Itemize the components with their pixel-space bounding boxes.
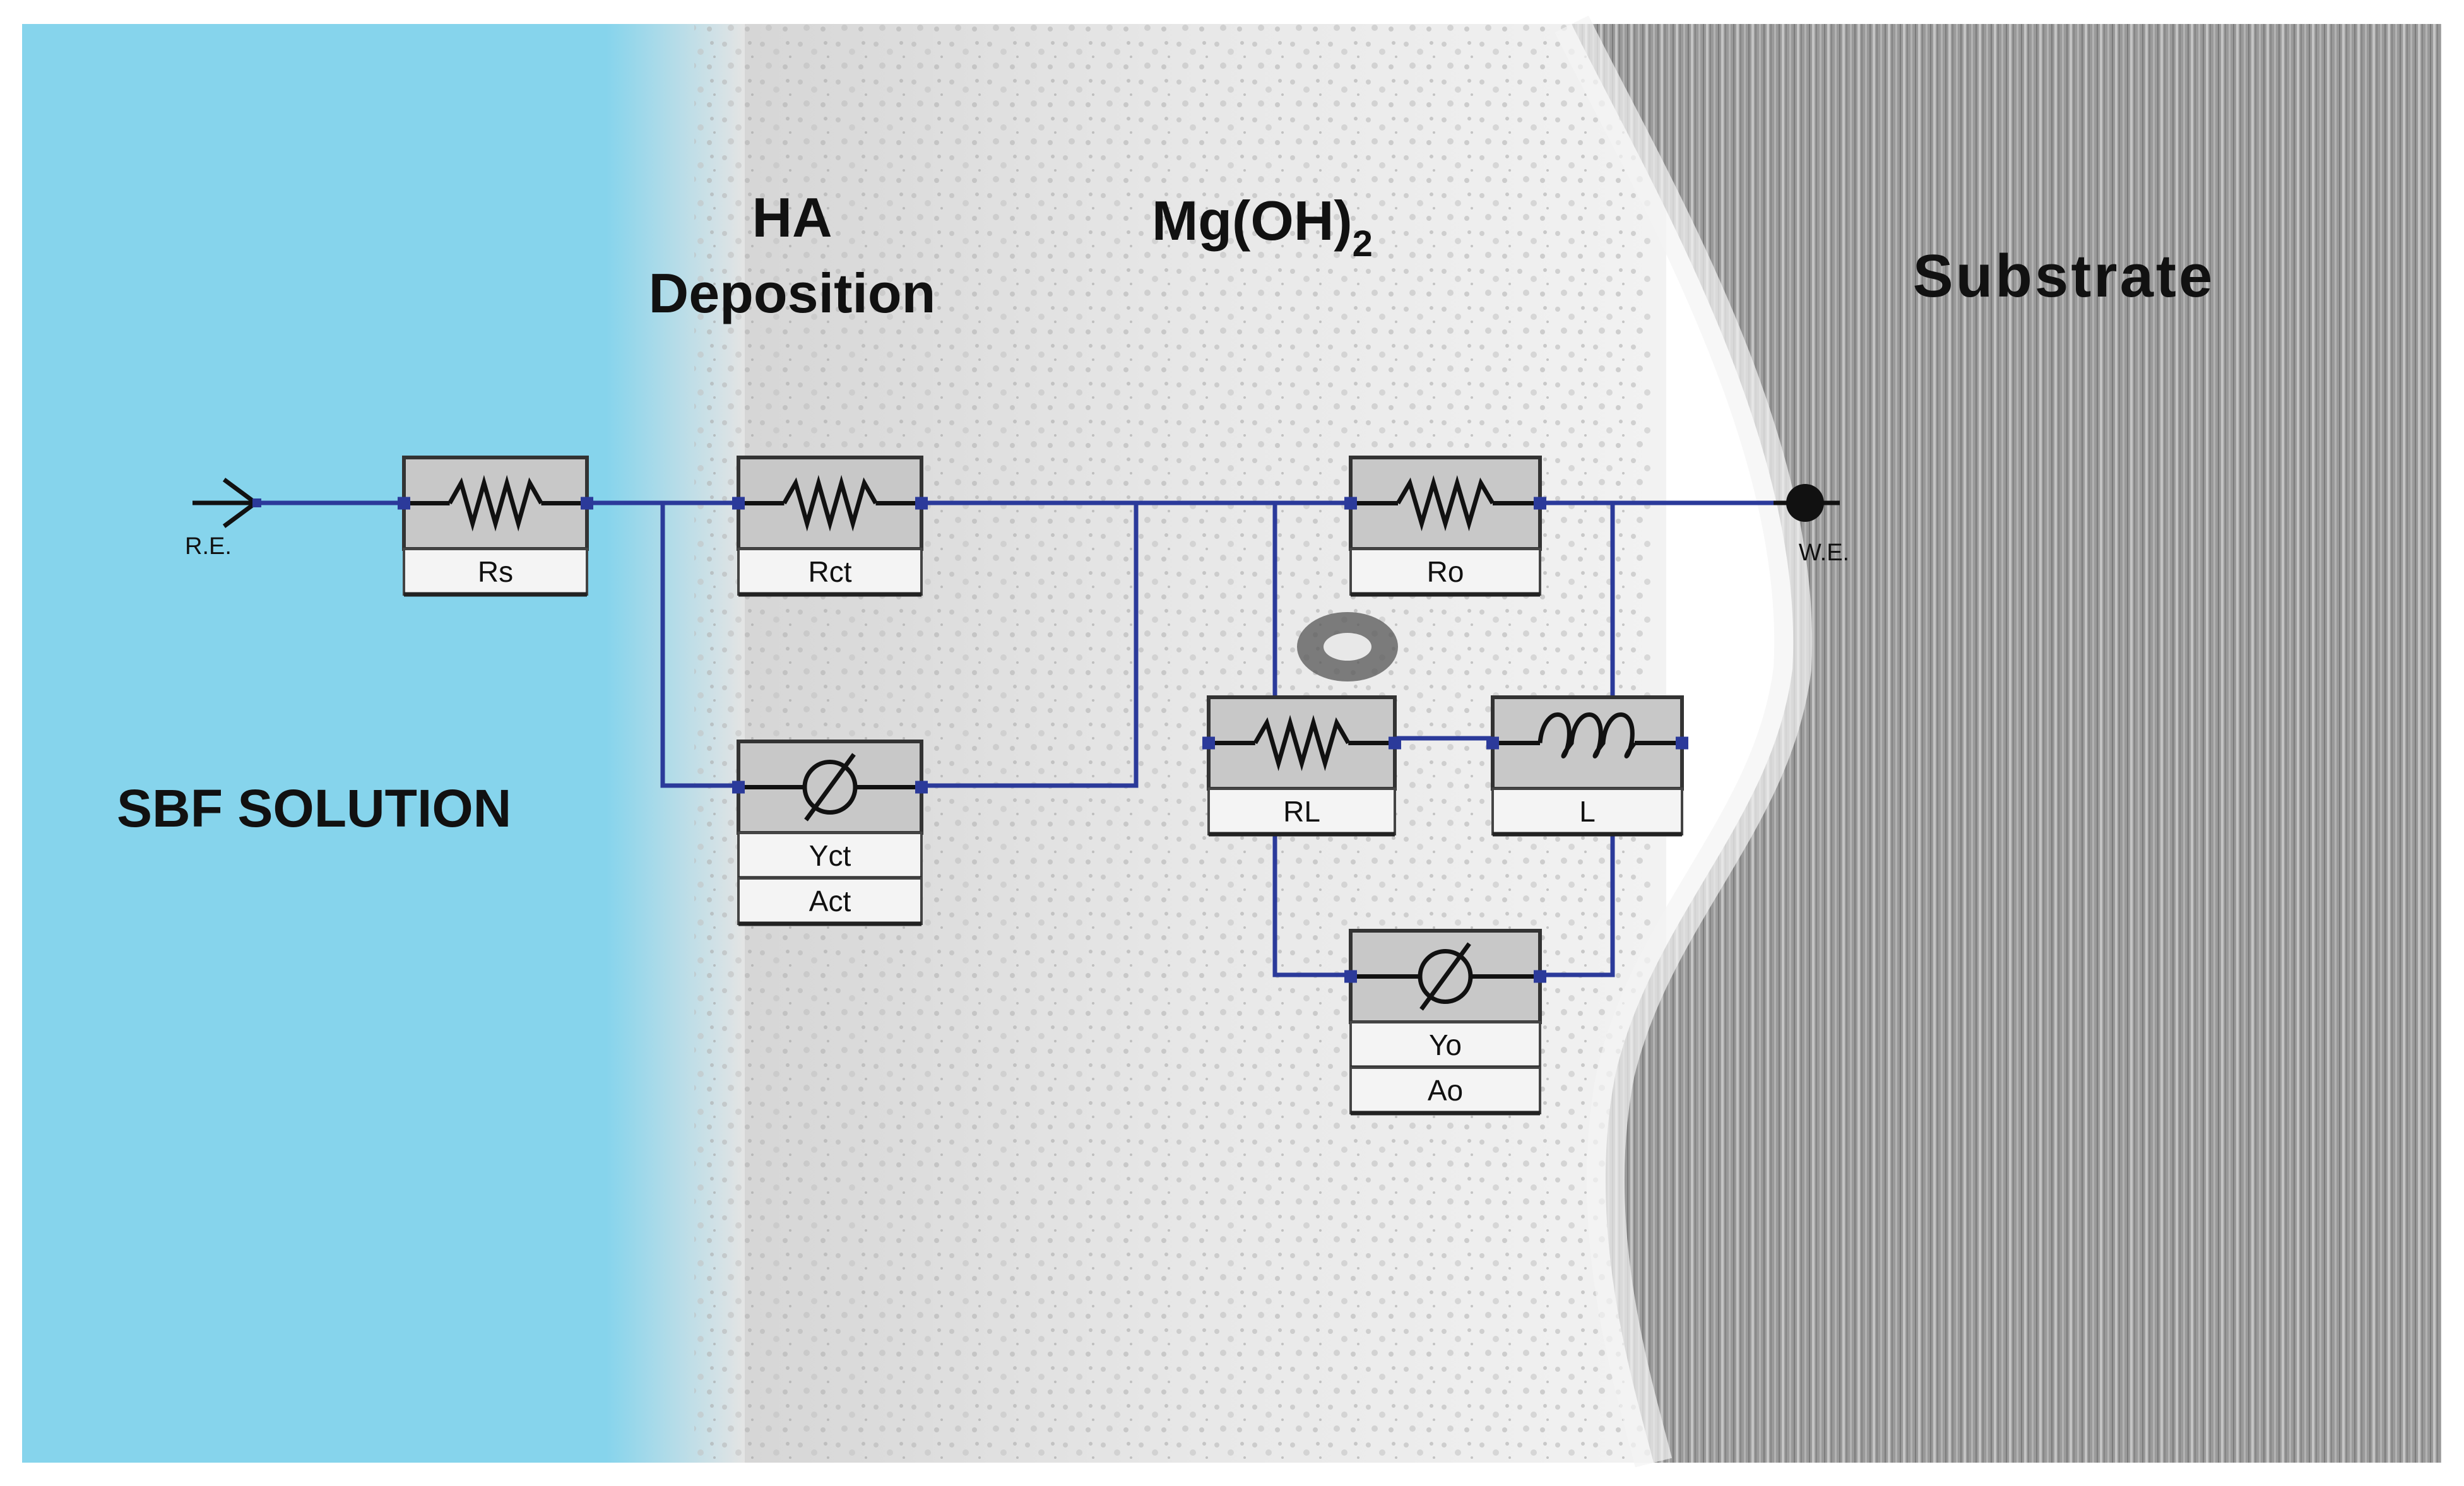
label-cell — [403, 548, 588, 596]
label-cell — [1349, 1066, 1541, 1114]
label-cell — [1491, 787, 1683, 835]
rl-resistor: RL — [1202, 695, 1401, 837]
yct-label: Yct — [809, 839, 851, 872]
substrate-region — [1572, 24, 2441, 1463]
ao-label: Ao — [1428, 1074, 1463, 1107]
yo-label: Yo — [1429, 1029, 1462, 1061]
sbf-solution-title: SBF SOLUTION — [117, 779, 511, 838]
mgoh2-title: Mg(OH)2 — [1152, 189, 1373, 264]
left-node — [1344, 497, 1357, 510]
right-node — [915, 497, 928, 510]
right-node — [915, 781, 928, 794]
right-node — [1676, 736, 1688, 750]
rl-label: RL — [1283, 795, 1320, 828]
reference-electrode-terminal: R.E. — [185, 478, 261, 560]
l-label: L — [1579, 795, 1596, 828]
wire-l-to-cpe-o — [1540, 827, 1615, 977]
ro-label: Ro — [1427, 555, 1464, 588]
circuit-wires — [256, 500, 1780, 977]
cpe-icon — [1418, 949, 1473, 1004]
wire-rl-to-cpe-o — [1272, 827, 1351, 977]
label-cell — [1349, 1021, 1541, 1069]
ha-deposition-title-line2: Deposition — [649, 262, 936, 324]
resistor-icon — [782, 475, 878, 532]
sbf-solution-region — [22, 24, 710, 1463]
right-node — [1534, 970, 1546, 983]
working-electrode-dot-icon — [1786, 484, 1824, 522]
corrosion-pit-center — [1324, 633, 1371, 661]
reference-electrode-node — [252, 498, 261, 507]
cpe-ct-element: Yct Act — [732, 740, 928, 926]
right-node — [581, 497, 593, 510]
rs-label: Rs — [478, 555, 513, 588]
cpe-slash — [804, 753, 856, 822]
right-node — [1534, 497, 1546, 510]
label-cell — [737, 832, 923, 880]
substrate-edge-glow — [1555, 15, 1813, 1468]
substrate-title: Substrate — [1913, 242, 2215, 310]
ha-deposition-title-line1: HA — [752, 186, 832, 249]
mgoh2-title-base: Mg(OH) — [1152, 189, 1353, 252]
resistor-icon — [1395, 475, 1495, 531]
cpe-slash — [1419, 942, 1471, 1011]
rs-resistor: Rs — [398, 456, 593, 597]
left-node — [732, 781, 745, 794]
left-node — [1344, 970, 1357, 983]
wire-cpe-ct-branch-left — [660, 503, 738, 788]
cpe-icon — [802, 760, 858, 815]
cpe-o-element: Yo Ao — [1344, 929, 1546, 1116]
rct-label: Rct — [808, 555, 852, 588]
right-node — [1389, 736, 1401, 750]
inductor-icon — [1537, 712, 1637, 758]
resistor-icon — [447, 475, 543, 532]
working-electrode-terminal: W.E. — [1774, 484, 1849, 566]
wire-cpe-ct-branch-right — [921, 503, 1139, 788]
label-cell — [1207, 787, 1396, 835]
label-cell — [737, 548, 923, 596]
left-node — [398, 497, 410, 510]
l-inductor: L — [1486, 695, 1688, 837]
label-cell — [737, 877, 923, 925]
mgoh2-title-subscript: 2 — [1353, 223, 1373, 264]
ro-resistor: Ro — [1344, 456, 1546, 597]
left-node — [1202, 736, 1215, 750]
left-node — [732, 497, 745, 510]
act-label: Act — [809, 885, 851, 917]
working-electrode-label: W.E. — [1799, 540, 1849, 566]
rct-resistor: Rct — [732, 456, 928, 597]
reference-electrode-label: R.E. — [185, 533, 232, 560]
left-node — [1486, 736, 1499, 750]
resistor-icon — [1253, 714, 1351, 772]
